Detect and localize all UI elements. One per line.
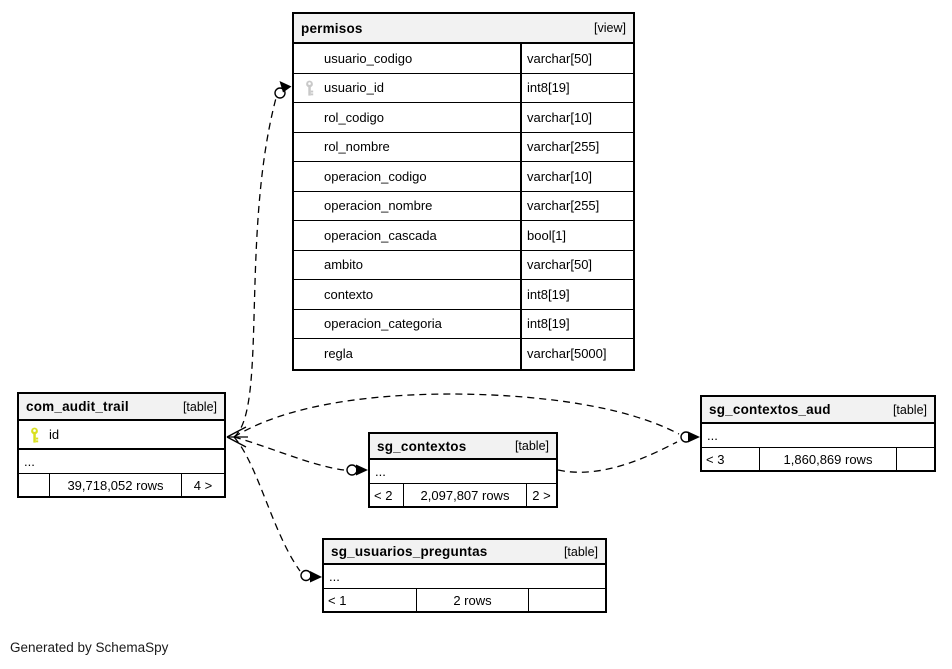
column-type: varchar[10]: [520, 162, 633, 191]
column-row: rol_codigo varchar[10]: [294, 103, 633, 133]
parents-count: < 1: [328, 592, 347, 608]
column-type: varchar[10]: [520, 103, 633, 132]
column-row: operacion_cascada bool[1]: [294, 221, 633, 251]
relationship-audit-to-sg-contextos: [233, 436, 345, 471]
column-name: usuario_codigo: [324, 50, 413, 66]
column-row: id: [19, 421, 224, 450]
ellipsis-row: ...: [324, 565, 605, 589]
table-header: sg_contextos_aud [table]: [702, 397, 934, 424]
relationship-audit-to-sg-contextos-aud: [233, 393, 680, 438]
table-header: com_audit_trail [table]: [19, 394, 224, 421]
table-node-sg-usuarios-preguntas[interactable]: sg_usuarios_preguntas [table] ... < 1 2 …: [322, 538, 607, 613]
column-name: rol_codigo: [324, 109, 384, 125]
ellipsis-row: ...: [370, 460, 556, 484]
row-count: 39,718,052 rows: [49, 474, 181, 496]
column-type: varchar[255]: [520, 191, 633, 220]
table-header: sg_usuarios_preguntas [table]: [324, 540, 605, 565]
parents-count: < 2: [374, 487, 393, 503]
generated-by-label: Generated by SchemaSpy: [10, 640, 169, 655]
table-node-sg-contextos[interactable]: sg_contextos [table] ... < 2 2,097,807 r…: [368, 432, 558, 508]
row-count: 1,860,869 rows: [759, 448, 896, 470]
table-kind-badge: [table]: [563, 544, 598, 559]
ellipsis-row: ...: [702, 424, 934, 448]
stats-row: < 1 2 rows: [324, 589, 605, 611]
crows-foot: [226, 426, 248, 448]
column-name: operacion_categoria: [324, 316, 442, 332]
table-name[interactable]: permisos: [301, 20, 363, 36]
column-type: bool[1]: [520, 221, 633, 250]
table-node-com-audit-trail[interactable]: com_audit_trail [table] id ... 39,718,05…: [17, 392, 226, 498]
table-kind-badge: [table]: [182, 399, 217, 414]
column-name: operacion_cascada: [324, 227, 437, 243]
table-name[interactable]: com_audit_trail: [26, 399, 129, 414]
column-name: contexto: [324, 286, 374, 302]
column-row: rol_nombre varchar[255]: [294, 132, 633, 162]
row-count: 2,097,807 rows: [403, 484, 526, 506]
row-count: 2 rows: [416, 589, 528, 611]
column-row: contexto int8[19]: [294, 280, 633, 310]
table-header: permisos [view]: [294, 14, 633, 44]
table-header: sg_contextos [table]: [370, 434, 556, 460]
column-type: varchar[255]: [520, 132, 633, 161]
table-kind-badge: [table]: [892, 402, 927, 417]
column-type: int8[19]: [520, 309, 633, 338]
relationship-audit-to-permisos: [233, 97, 277, 438]
column-row: operacion_codigo varchar[10]: [294, 162, 633, 192]
stats-row: < 3 1,860,869 rows: [702, 448, 934, 470]
relationship-audit-to-sg-usuarios-preguntas: [233, 436, 301, 572]
column-type: varchar[5000]: [520, 339, 633, 369]
parents-count: [19, 474, 49, 496]
column-type: int8[19]: [520, 73, 633, 102]
column-row: operacion_categoria int8[19]: [294, 309, 633, 339]
children-count: 4 >: [181, 474, 224, 496]
fk-key-icon: [294, 74, 324, 103]
stats-row: < 2 2,097,807 rows 2 >: [370, 484, 556, 506]
children-count: [896, 448, 934, 470]
column-name: regla: [324, 346, 353, 362]
column-row: usuario_codigo varchar[50]: [294, 44, 633, 74]
table-kind-badge: [table]: [514, 439, 549, 453]
column-type: int8[19]: [520, 280, 633, 309]
ellipsis-row: ...: [19, 450, 224, 474]
table-node-permisos[interactable]: permisos [view] usuario_codigo varchar[5…: [292, 12, 635, 371]
table-kind-badge: [view]: [594, 21, 626, 35]
column-row: ambito varchar[50]: [294, 250, 633, 280]
column-type: varchar[50]: [520, 250, 633, 279]
column-row: regla varchar[5000]: [294, 339, 633, 369]
relationship-sg-contextos-to-sg-contextos-aud: [557, 441, 678, 473]
column-name: operacion_nombre: [324, 198, 433, 214]
parents-count: < 3: [706, 451, 725, 467]
pk-key-icon: [19, 421, 49, 448]
column-name: usuario_id: [324, 80, 384, 96]
children-count: [528, 589, 605, 611]
table-name[interactable]: sg_contextos_aud: [709, 402, 831, 417]
table-name[interactable]: sg_usuarios_preguntas: [331, 544, 488, 559]
column-row: usuario_id int8[19]: [294, 73, 633, 103]
table-node-sg-contextos-aud[interactable]: sg_contextos_aud [table] ... < 3 1,860,8…: [700, 395, 936, 472]
column-name: rol_nombre: [324, 139, 390, 155]
table-name[interactable]: sg_contextos: [377, 438, 467, 454]
column-name: ambito: [324, 257, 364, 273]
stats-row: 39,718,052 rows 4 >: [19, 474, 224, 496]
column-name: id: [49, 427, 60, 442]
column-row: operacion_nombre varchar[255]: [294, 191, 633, 221]
column-type: varchar[50]: [520, 44, 633, 73]
children-count: 2 >: [526, 484, 556, 506]
column-name: operacion_codigo: [324, 168, 427, 184]
relationship-endpoints: [274, 81, 700, 583]
